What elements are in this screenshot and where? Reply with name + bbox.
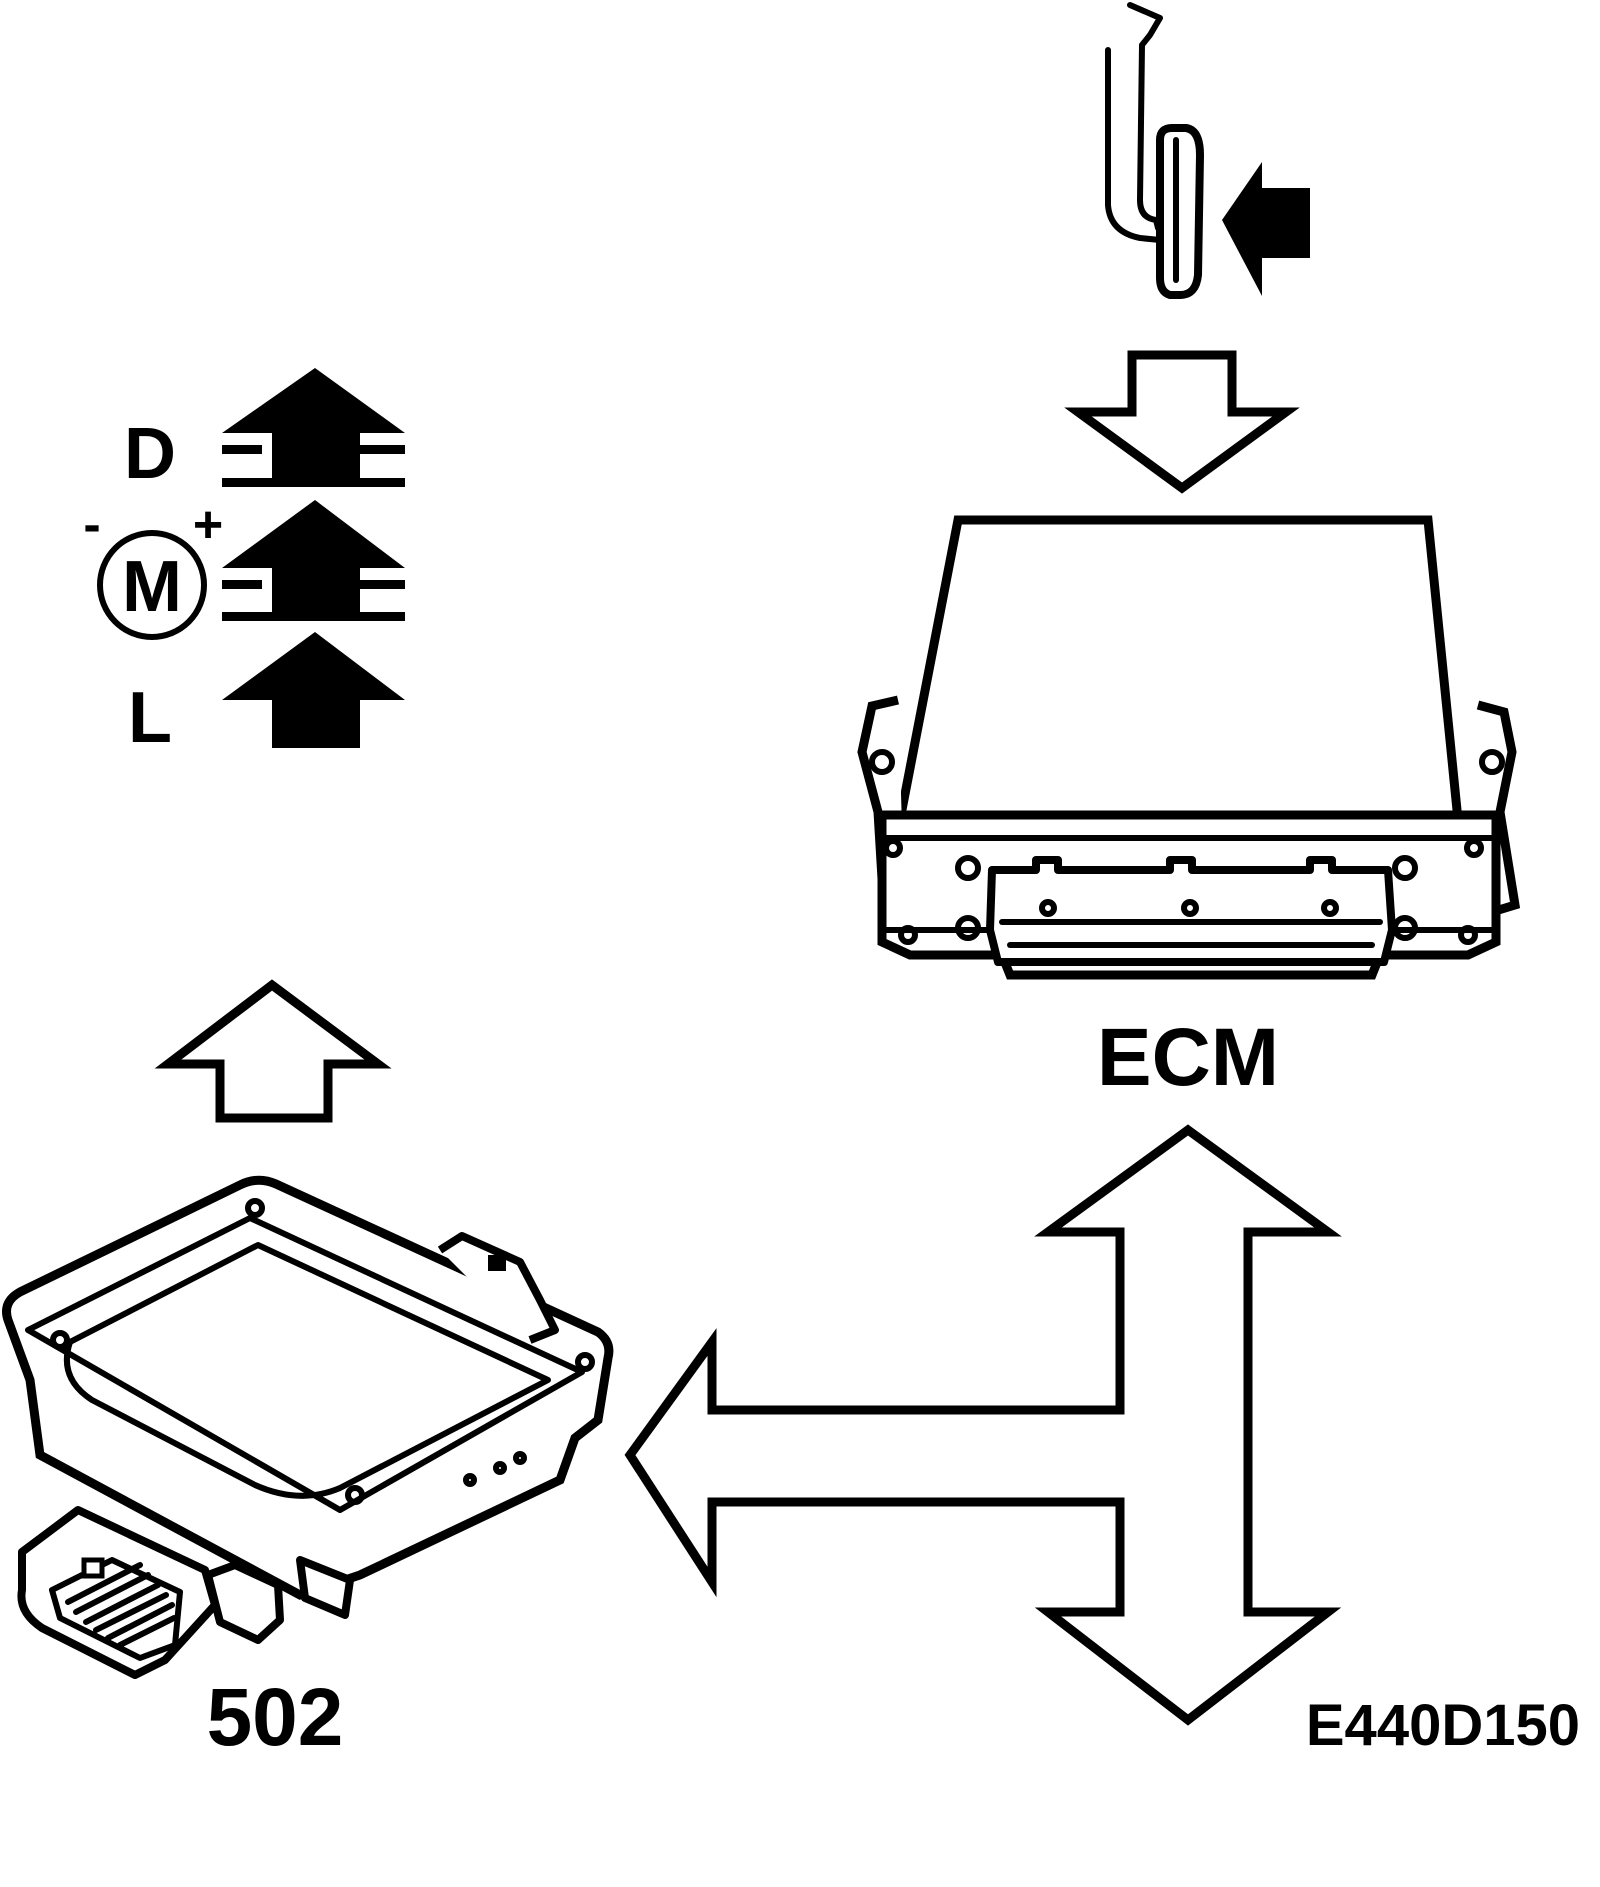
shift-up-arrow-icon — [222, 632, 405, 748]
motor-icon: M — [97, 530, 207, 640]
module-502 — [2, 1175, 614, 1679]
push-arrow-icon — [1222, 162, 1310, 296]
module-502-label: 502 — [207, 1672, 344, 1763]
bidirectional-arrow — [624, 1124, 1342, 1726]
ecm-unit — [857, 515, 1521, 980]
gear-l-label: L — [128, 678, 172, 758]
motor-minus-label: - — [83, 496, 100, 554]
figure-code: E440D150 — [1306, 1693, 1580, 1758]
motor-plus-label: + — [193, 496, 223, 554]
motor-label: M — [122, 547, 182, 627]
gear-d-label: D — [124, 414, 176, 494]
up-arrow-from-module — [154, 979, 392, 1123]
ecm-label: ECM — [1097, 1012, 1279, 1103]
accelerator-pedal-icon — [1105, 2, 1204, 299]
shift-up-arrow-icon — [222, 500, 405, 621]
down-arrow-into-ecm — [1064, 350, 1300, 494]
shift-up-arrow-icon — [222, 368, 405, 487]
gear-indicator: D L M - + — [83, 368, 405, 758]
